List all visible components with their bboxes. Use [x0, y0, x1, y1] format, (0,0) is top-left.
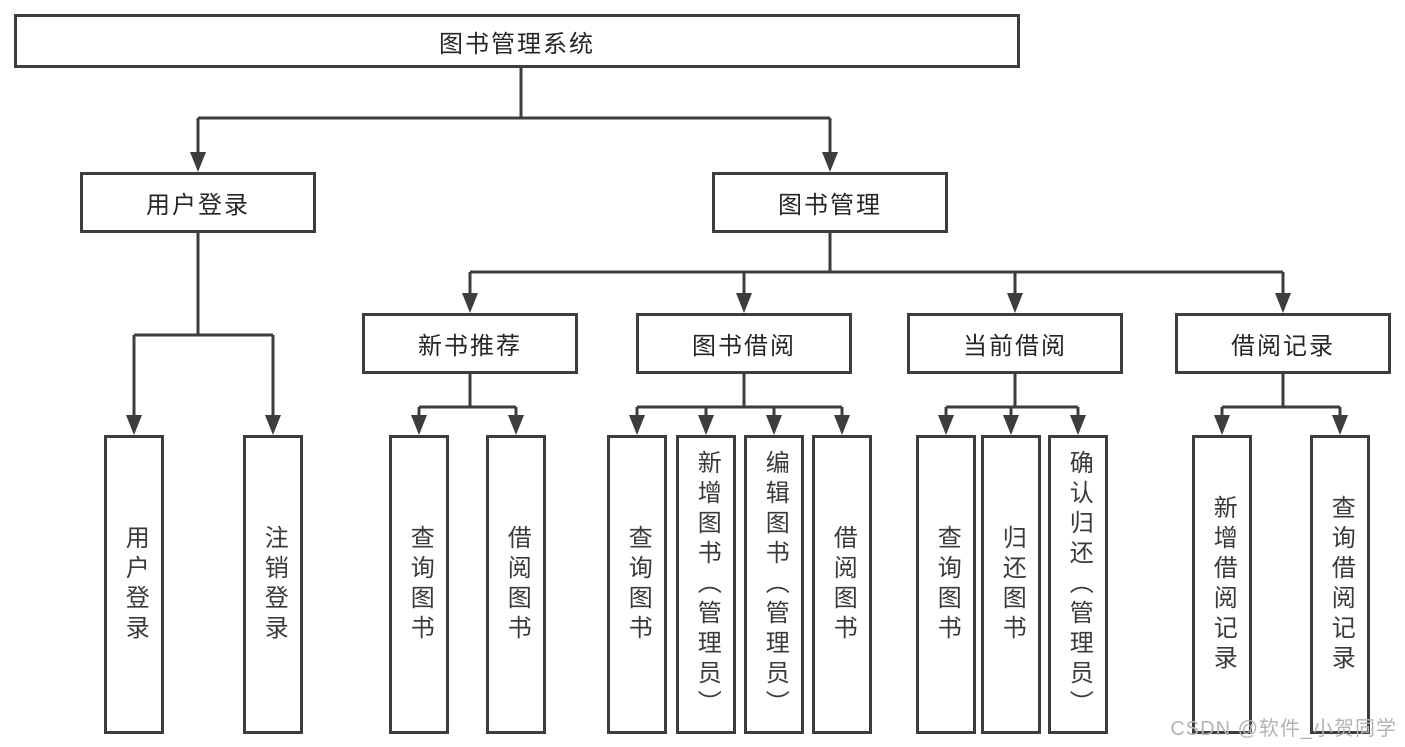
node-leaf-query-books-2: 查询图书: [607, 435, 667, 734]
node-label: 用户登录: [121, 524, 149, 645]
node-leaf-query-books-1: 查询图书: [389, 435, 449, 734]
node-label: 查询图书: [624, 524, 652, 645]
node-leaf-borrow-books-1: 借阅图书: [486, 435, 546, 734]
node-leaf-add-borrow-record: 新增借阅记录: [1192, 435, 1252, 734]
node-leaf-user-login: 用户登录: [104, 435, 164, 734]
node-label: 新书推荐: [418, 333, 522, 360]
node-label: 当前借阅: [963, 333, 1067, 360]
watermark: CSDN @软件_小贺同学: [1170, 718, 1397, 740]
node-label: 编辑图书（管理员）: [761, 449, 789, 720]
node-label: 图书管理系统: [439, 30, 595, 58]
node-label: 用户登录: [146, 192, 250, 219]
node-leaf-query-borrow-record: 查询借阅记录: [1310, 435, 1370, 734]
node-label: 借阅图书: [503, 524, 531, 645]
node-leaf-confirm-return-admin: 确认归还（管理员）: [1048, 435, 1108, 734]
node-user-login: 用户登录: [80, 172, 316, 233]
node-label: 新增借阅记录: [1209, 494, 1237, 675]
node-borrowing-records: 借阅记录: [1175, 313, 1391, 374]
node-label: 借阅图书: [829, 524, 857, 645]
node-book-borrowing: 图书借阅: [636, 313, 852, 374]
node-label: 查询图书: [406, 524, 434, 645]
node-label: 借阅记录: [1231, 333, 1335, 360]
node-label: 归还图书: [998, 524, 1026, 645]
node-leaf-edit-books-admin: 编辑图书（管理员）: [744, 435, 804, 734]
node-label: 确认归还（管理员）: [1065, 449, 1093, 720]
node-label: 注销登录: [260, 524, 288, 645]
node-label: 查询借阅记录: [1327, 494, 1355, 675]
node-leaf-borrow-books-2: 借阅图书: [812, 435, 872, 734]
node-leaf-logout: 注销登录: [243, 435, 303, 734]
node-label: 新增图书（管理员）: [693, 449, 721, 720]
node-label: 查询图书: [933, 524, 961, 645]
node-leaf-add-books-admin: 新增图书（管理员）: [676, 435, 736, 734]
node-label: 图书管理: [778, 192, 882, 219]
node-label: 图书借阅: [692, 333, 796, 360]
node-new-book-recommend: 新书推荐: [362, 313, 578, 374]
node-library-management-system: 图书管理系统: [14, 14, 1020, 68]
node-current-borrowing: 当前借阅: [907, 313, 1123, 374]
node-leaf-return-books: 归还图书: [981, 435, 1041, 734]
node-leaf-query-books-3: 查询图书: [916, 435, 976, 734]
node-book-management: 图书管理: [712, 172, 948, 233]
